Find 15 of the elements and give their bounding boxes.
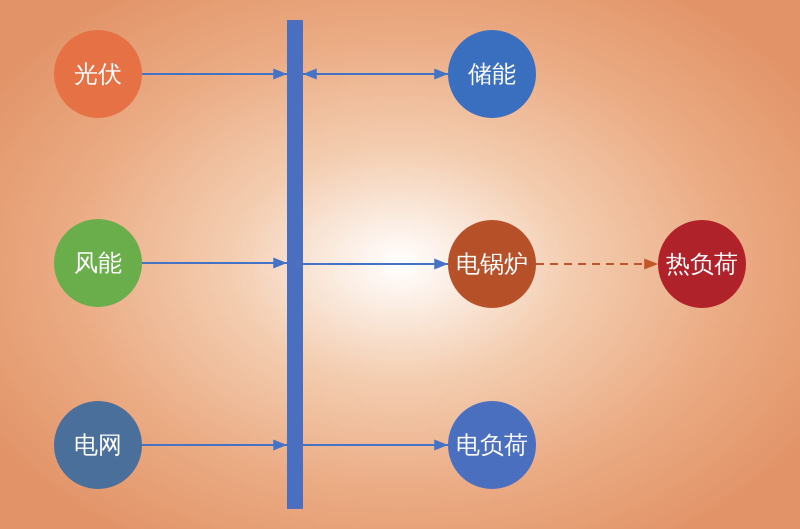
arrow: [303, 68, 448, 80]
arrow: [303, 440, 448, 450]
arrow: [142, 258, 287, 268]
arrow: [142, 68, 287, 80]
circle-node: 电网: [54, 401, 142, 489]
arrow: [536, 258, 658, 270]
arrow: [142, 440, 287, 450]
circle-node: 风能: [54, 219, 142, 307]
circle-node: 电锅炉: [448, 220, 536, 308]
circle-node: 热负荷: [658, 220, 746, 308]
circle-node: 电负荷: [448, 401, 536, 489]
bus-bar: [287, 20, 303, 509]
arrow: [303, 258, 448, 270]
circle-node: 储能: [448, 30, 536, 118]
circle-node: 光伏: [54, 30, 142, 118]
